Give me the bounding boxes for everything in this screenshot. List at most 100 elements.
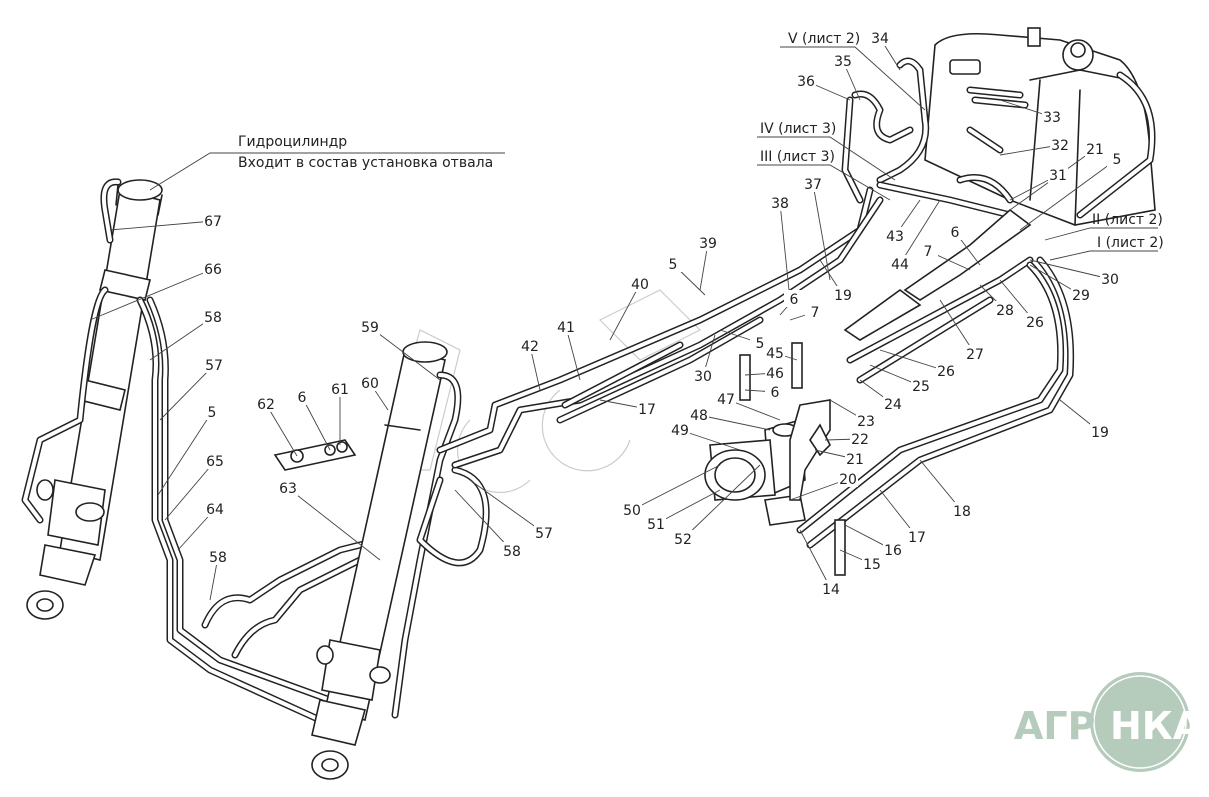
note-line-2: Входит в состав установка отвала bbox=[238, 155, 493, 171]
callout-bg bbox=[256, 395, 276, 412]
leader-line bbox=[369, 326, 441, 381]
sheet-ref: V (лист 2) bbox=[788, 31, 860, 47]
callout-5: 5 bbox=[1113, 152, 1122, 168]
callout-bg bbox=[1085, 140, 1105, 157]
leader-line bbox=[1019, 158, 1118, 231]
callout-bg bbox=[850, 430, 870, 447]
callout-bg bbox=[805, 303, 825, 320]
leader-line bbox=[109, 220, 214, 231]
leader-line bbox=[157, 411, 213, 496]
callout-59: 59 bbox=[361, 320, 379, 336]
callout-58: 58 bbox=[209, 550, 227, 566]
cylinder-note: Гидроцилиндр Входит в состав установка о… bbox=[149, 134, 505, 191]
callout-bg bbox=[765, 344, 785, 361]
callout-bg bbox=[845, 450, 865, 467]
callout-bg bbox=[203, 212, 223, 229]
callout-bg bbox=[885, 227, 905, 244]
callout-bg bbox=[821, 580, 841, 597]
callout-28: 28 bbox=[996, 303, 1014, 319]
callout-24: 24 bbox=[884, 397, 902, 413]
callout-31: 31 bbox=[1049, 168, 1067, 184]
callout-bg bbox=[833, 52, 853, 69]
callout-48: 48 bbox=[690, 408, 708, 424]
callout-bg bbox=[663, 255, 683, 272]
callout-bg bbox=[1042, 108, 1062, 125]
callout-47: 47 bbox=[717, 392, 735, 408]
leader-line bbox=[682, 464, 761, 540]
hose-lines-center bbox=[436, 186, 884, 469]
callout-bg bbox=[689, 406, 709, 423]
callout-49: 49 bbox=[671, 423, 689, 439]
leader-line bbox=[287, 487, 381, 561]
callout-57: 57 bbox=[535, 526, 553, 542]
callout-bg bbox=[952, 502, 972, 519]
callout-bg bbox=[936, 362, 956, 379]
callout-bg bbox=[205, 500, 225, 517]
callout-6: 6 bbox=[298, 390, 307, 406]
callout-30: 30 bbox=[1101, 272, 1119, 288]
callout-5: 5 bbox=[208, 405, 217, 421]
leader-line bbox=[655, 489, 721, 525]
callout-bg bbox=[646, 515, 666, 532]
left-hydraulic-cylinder bbox=[21, 178, 163, 620]
callout-61: 61 bbox=[331, 382, 349, 398]
callout-5: 5 bbox=[669, 257, 678, 273]
callout-bg bbox=[907, 528, 927, 545]
note-line-1: Гидроцилиндр bbox=[238, 134, 347, 150]
leader-line bbox=[631, 464, 721, 511]
callout-bg bbox=[856, 412, 876, 429]
callout-27: 27 bbox=[966, 347, 984, 363]
callout-15: 15 bbox=[863, 557, 881, 573]
leader-line bbox=[469, 479, 545, 534]
callout-43: 43 bbox=[886, 229, 904, 245]
callout-bg bbox=[202, 403, 222, 420]
callout-6: 6 bbox=[771, 385, 780, 401]
leader-line bbox=[164, 460, 216, 521]
logo-text-right: НКА bbox=[1110, 704, 1203, 748]
leader-line bbox=[812, 183, 831, 281]
callout-51: 51 bbox=[647, 517, 665, 533]
sheet-ref: I (лист 2) bbox=[1097, 235, 1164, 251]
callout-bg bbox=[205, 452, 225, 469]
callout-6: 6 bbox=[790, 292, 799, 308]
callout-bg bbox=[208, 548, 228, 565]
leader-line bbox=[609, 283, 641, 341]
callout-bg bbox=[534, 524, 554, 541]
callout-bg bbox=[965, 345, 985, 362]
callout-23: 23 bbox=[857, 414, 875, 430]
callout-42: 42 bbox=[521, 339, 539, 355]
callout-30: 30 bbox=[694, 369, 712, 385]
callout-bg bbox=[292, 388, 312, 405]
callout-57: 57 bbox=[205, 358, 223, 374]
callout-25: 25 bbox=[912, 379, 930, 395]
suction-pipes bbox=[796, 208, 1075, 549]
callout-66: 66 bbox=[204, 262, 222, 278]
callout-33: 33 bbox=[1043, 110, 1061, 126]
callout-21: 21 bbox=[1086, 142, 1104, 158]
callout-62: 62 bbox=[257, 397, 275, 413]
leader-line bbox=[1029, 259, 1111, 280]
callout-bg bbox=[1107, 150, 1127, 167]
callout-32: 32 bbox=[1051, 138, 1069, 154]
leader-line bbox=[149, 316, 214, 361]
callout-bg bbox=[870, 29, 890, 46]
callout-17: 17 bbox=[638, 402, 656, 418]
callout-26: 26 bbox=[937, 364, 955, 380]
callout-bg bbox=[911, 377, 931, 394]
callout-67: 67 bbox=[204, 214, 222, 230]
callout-bg bbox=[1071, 286, 1091, 303]
callout-bg bbox=[796, 72, 816, 89]
callout-21: 21 bbox=[846, 452, 864, 468]
leader-line bbox=[159, 364, 215, 421]
callout-bg bbox=[862, 555, 882, 572]
callout-bg bbox=[278, 479, 298, 496]
sheet-ref: II (лист 2) bbox=[1092, 212, 1163, 228]
callout-bg bbox=[520, 337, 540, 354]
callout-45: 45 bbox=[766, 346, 784, 362]
callout-19: 19 bbox=[1091, 425, 1109, 441]
callout-bg bbox=[622, 501, 642, 518]
callout-bg bbox=[890, 255, 910, 272]
logo-text-left: АГРО bbox=[1014, 704, 1128, 748]
callout-bg bbox=[360, 318, 380, 335]
callout-bg bbox=[698, 234, 718, 251]
